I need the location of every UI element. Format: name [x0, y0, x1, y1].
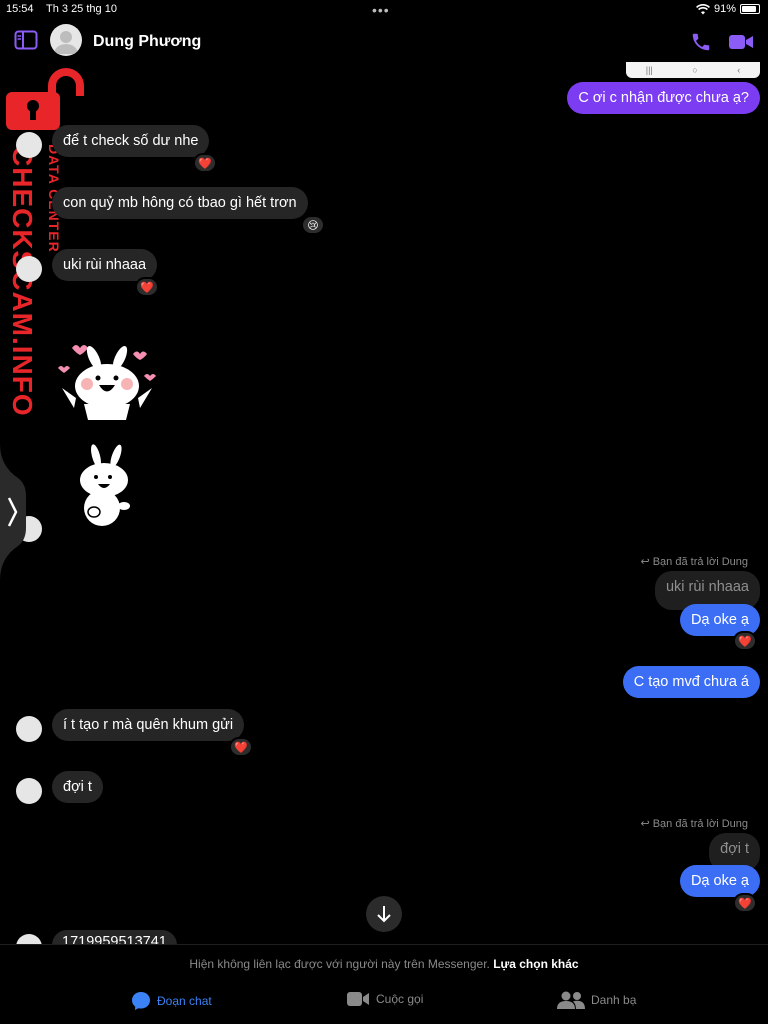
message-incoming[interactable]: í t tạo r mà quên khum gửi: [52, 709, 245, 741]
message-incoming[interactable]: con quỷ mb hông có tbao gì hết trơn: [52, 187, 308, 219]
reply-arrow-icon: ↩: [640, 818, 653, 830]
edge-drawer-handle[interactable]: [0, 444, 26, 580]
reply-arrow-icon: ↩: [640, 556, 653, 568]
unavailable-notice: Hiện không liên lạc được với người này t…: [189, 957, 579, 971]
quoted-message[interactable]: uki rùi nhaaa: [654, 571, 760, 610]
message-outgoing[interactable]: C ơi c nhận được chưa ạ?: [567, 82, 760, 114]
chat-header: Dung Phương: [0, 20, 768, 64]
contact-avatar[interactable]: [50, 24, 82, 56]
sticker-bunny-hearts[interactable]: [52, 338, 162, 422]
lock-icon: [6, 68, 84, 130]
sidebar-toggle-icon[interactable]: [14, 30, 38, 50]
wifi-icon: [696, 3, 710, 14]
reaction-heart[interactable]: ❤️: [135, 277, 159, 297]
message-incoming[interactable]: uki rùi nhaaa: [52, 249, 158, 281]
scroll-to-bottom-button[interactable]: [366, 896, 402, 932]
status-date: Th 3 25 thg 10: [46, 3, 117, 15]
arrow-down-icon: [377, 906, 391, 923]
message-outgoing[interactable]: Dạ oke ạ: [679, 865, 760, 897]
reaction-heart[interactable]: ❤️: [229, 737, 253, 757]
message-outgoing[interactable]: C tạo mvđ chưa á: [622, 666, 760, 698]
message-incoming[interactable]: để t check số dư nhe: [52, 125, 210, 157]
screenshot-nav-strip: |||○‹: [626, 62, 760, 78]
tab-contacts[interactable]: Danh bạ: [557, 991, 636, 1009]
tab-calls[interactable]: Cuộc gọi: [346, 991, 423, 1007]
watermark-site: CHECKSCAM.INFO: [7, 146, 38, 417]
status-bar: 15:54 Th 3 25 thg 10 ••• 91%: [0, 0, 768, 20]
message-outgoing[interactable]: Dạ oke ạ: [679, 604, 760, 636]
sender-avatar: [16, 778, 42, 804]
chat-bubble-icon: [132, 992, 150, 1010]
phone-icon[interactable]: [690, 31, 712, 53]
status-right: 91%: [696, 3, 760, 15]
reaction-sad[interactable]: 😢: [301, 215, 325, 235]
other-options-link[interactable]: Lựa chọn khác: [493, 957, 579, 971]
sticker-bunny-waving[interactable]: [74, 444, 134, 530]
reaction-heart[interactable]: ❤️: [733, 631, 757, 651]
reaction-heart[interactable]: ❤️: [193, 153, 217, 173]
reply-note: ↩ Bạn đã trả lời Dung: [640, 818, 748, 830]
message-incoming[interactable]: đợi t: [52, 771, 103, 803]
people-icon: [557, 991, 585, 1009]
sender-avatar: [16, 256, 42, 282]
status-time: 15:54: [6, 3, 34, 15]
contact-name[interactable]: Dung Phương: [93, 33, 202, 50]
battery-icon: [740, 4, 760, 14]
footer: Hiện không liên lạc được với người này t…: [0, 944, 768, 1024]
reaction-heart[interactable]: ❤️: [733, 893, 757, 913]
video-call-icon[interactable]: [728, 32, 754, 52]
multitask-dots-icon[interactable]: •••: [372, 2, 390, 18]
message-incoming-partial[interactable]: 1719959513741: [52, 930, 252, 944]
sender-avatar: [16, 716, 42, 742]
video-camera-icon: [347, 992, 369, 1006]
tab-chats[interactable]: Đoạn chat: [131, 991, 212, 1011]
message-text: 1719959513741: [52, 930, 177, 944]
sender-avatar: [16, 132, 42, 158]
reply-note: ↩ Bạn đã trả lời Dung: [640, 556, 748, 568]
battery-percent: 91%: [713, 3, 736, 15]
